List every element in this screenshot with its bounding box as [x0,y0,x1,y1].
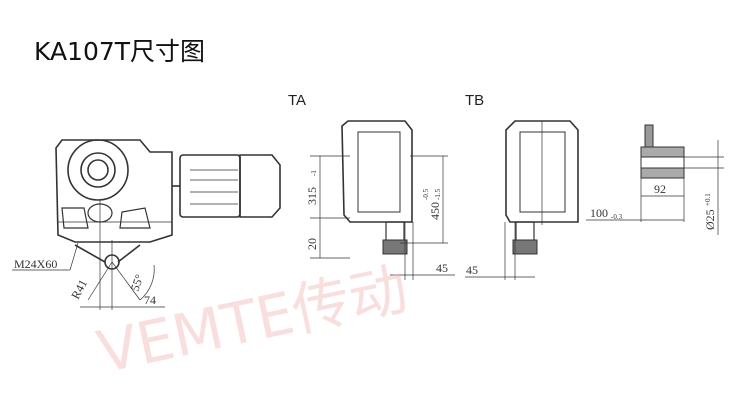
page-title: KA107T尺寸图 [34,37,206,66]
dim-74: 74 [144,293,156,307]
shaft-detail [586,124,724,235]
dim-315: 315 [305,187,319,205]
dim-100: 100 [590,206,608,220]
dim-thread: M24X60 [14,257,57,271]
motor [172,154,281,218]
dim-20: 20 [305,238,319,250]
dim-ta-45: 45 [436,261,448,275]
dim-radius: R41 [68,277,90,301]
dim-angle: 55° [128,272,147,293]
dim-tb-45: 45 [466,263,478,277]
view-label-tb: TB [465,92,485,109]
dim-dia-25-tol: +0.1 [704,193,712,206]
dim-315-tol: -1 [310,170,318,176]
dim-100-tol: -0.3 [611,213,623,221]
view-label-ta: TA [288,92,307,109]
dim-92: 92 [654,182,666,196]
dim-450: 450 [428,202,442,220]
watermark: VEMTE传动 [92,255,414,387]
ta-view [310,120,455,280]
tb-view [465,120,579,280]
dim-dia-25: Ø25 [703,209,717,230]
torque-arm [12,200,165,310]
gearbox-side-view [55,139,173,243]
dim-450-tol-lower: -1.5 [434,188,442,200]
dim-450-tol-upper: -0.5 [422,188,430,200]
